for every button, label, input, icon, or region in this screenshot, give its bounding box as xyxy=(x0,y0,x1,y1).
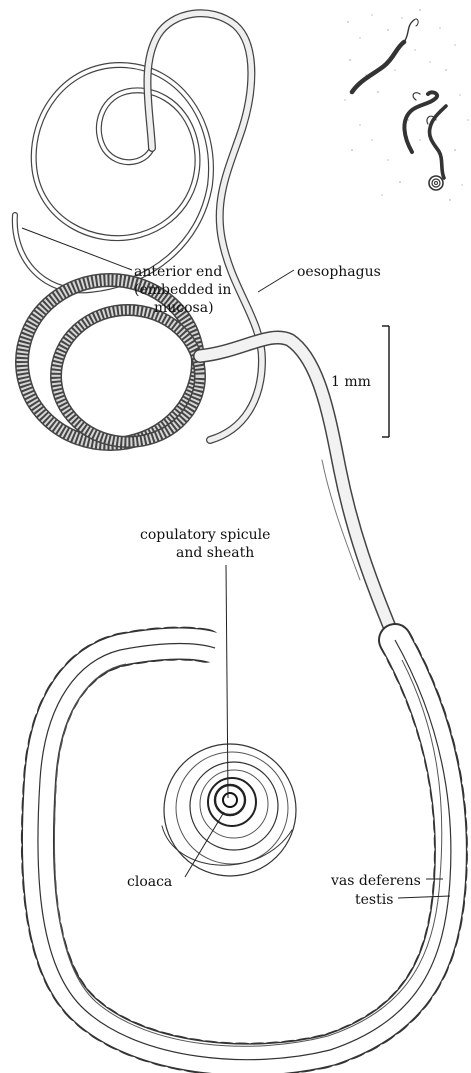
anterior-spiral xyxy=(15,65,211,290)
label-oesophagus: oesophagus xyxy=(297,264,381,280)
label-scale-1mm: 1 mm xyxy=(331,374,371,390)
scale-bar xyxy=(382,326,389,437)
label-anterior-end: anterior end xyxy=(134,264,222,280)
label-anterior-end-mucosa: mucosa) xyxy=(154,300,214,316)
inset-worms-in-mucosa xyxy=(344,9,468,200)
label-copulatory-spicule: copulatory spicule xyxy=(140,527,270,543)
posterior-loop xyxy=(38,640,451,1060)
label-vas-deferens: vas deferens xyxy=(330,873,421,889)
label-anterior-end-embedded: (embedded in xyxy=(134,282,231,298)
label-testis: testis xyxy=(355,892,393,908)
label-and-sheath: and sheath xyxy=(176,545,254,561)
label-cloaca: cloaca xyxy=(127,874,172,890)
posterior-spiral xyxy=(162,744,296,876)
